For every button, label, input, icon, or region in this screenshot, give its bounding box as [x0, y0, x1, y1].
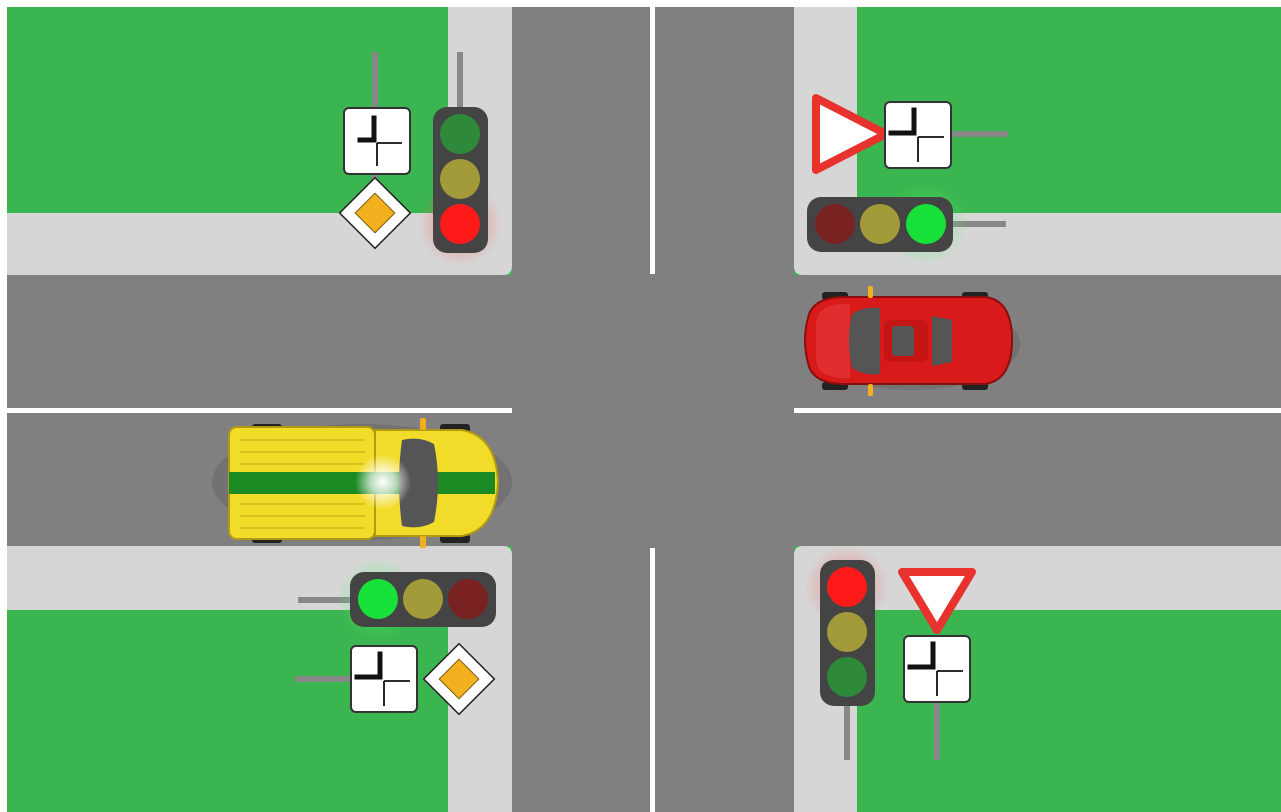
- nw-light-green: [440, 114, 480, 154]
- ne-light-yellow: [860, 204, 900, 244]
- sw-road-layout-plate: [351, 646, 417, 712]
- red-car: [804, 286, 1020, 396]
- red-car-hood-highlight: [816, 304, 850, 378]
- yellow-car-mirror-left: [420, 418, 426, 430]
- red-car-rear-window: [932, 316, 952, 366]
- red-car-windshield: [849, 308, 880, 375]
- ne-road-layout-plate: [885, 102, 951, 168]
- se-light-yellow: [827, 612, 867, 652]
- sw-sign-pole: [295, 676, 353, 682]
- se-sign-pole: [934, 700, 940, 760]
- nw-light-pole: [457, 52, 463, 108]
- nw-road-layout-plate: [344, 108, 410, 174]
- yellow-car-mirror-right: [420, 536, 426, 548]
- marking-west: [7, 408, 512, 413]
- ne-sign-pole: [948, 131, 1008, 137]
- marking-north: [650, 7, 655, 274]
- nw-light-red: [440, 204, 480, 244]
- marking-east: [794, 408, 1281, 413]
- red-car-sunroof: [892, 326, 914, 356]
- ne-light-red: [815, 204, 855, 244]
- sw-light-red: [448, 579, 488, 619]
- yellow-car: [212, 418, 512, 548]
- red-car-mirror-right: [868, 384, 873, 396]
- se-road-layout-plate: [904, 636, 970, 702]
- marking-south: [650, 548, 655, 812]
- ne-light-green: [906, 204, 946, 244]
- nw-light-yellow: [440, 159, 480, 199]
- sw-light-green: [358, 579, 398, 619]
- se-light-red: [827, 567, 867, 607]
- sw-light-yellow: [403, 579, 443, 619]
- se-light-green: [827, 657, 867, 697]
- yellow-car-headlight-glow: [355, 454, 411, 510]
- red-car-mirror-left: [868, 286, 873, 298]
- nw-sign-pole: [372, 52, 378, 112]
- se-light-pole: [844, 705, 850, 760]
